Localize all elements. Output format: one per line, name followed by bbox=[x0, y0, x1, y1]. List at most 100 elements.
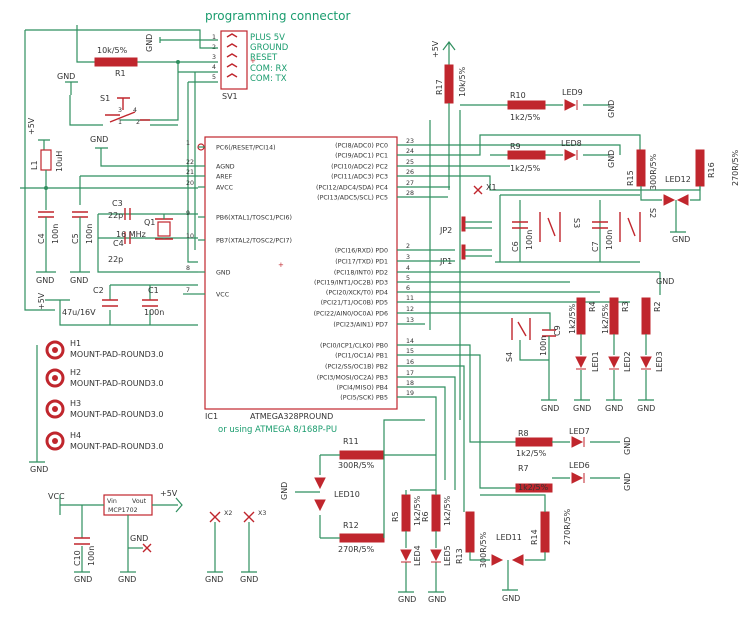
l1-name: L1 bbox=[30, 160, 39, 170]
led7-diode bbox=[571, 436, 585, 448]
mcu-pin-number: 7 bbox=[186, 287, 190, 294]
svg-text:1k2/5%: 1k2/5% bbox=[510, 164, 541, 173]
mcu-pin-number: 24 bbox=[406, 148, 414, 155]
svg-text:270R/5%: 270R/5% bbox=[731, 149, 740, 186]
mcu-pin-name: (PCI21/T1/OC0B) PD5 bbox=[321, 300, 388, 307]
r5-resistor bbox=[401, 494, 411, 532]
svg-text:47u/16V: 47u/16V bbox=[62, 308, 96, 317]
led9-diode bbox=[564, 99, 578, 111]
conn-label-ground: GROUND bbox=[250, 43, 289, 53]
h4-name: H4 bbox=[70, 431, 81, 440]
svg-text:R3: R3 bbox=[621, 301, 630, 312]
svg-text:GND: GND bbox=[605, 404, 623, 413]
conn-label-rx: COM: RX bbox=[250, 64, 287, 74]
plus5v-regulator: +5V bbox=[160, 489, 178, 498]
mcu-pin-number: 12 bbox=[406, 306, 414, 313]
mcu-pin-name: (PCI22/AIN0/OC0A) PD6 bbox=[314, 311, 388, 318]
mcu-pin-name: (PCI20/XCK/T0) PD4 bbox=[326, 290, 388, 297]
svg-text:300R/5%: 300R/5% bbox=[479, 531, 488, 568]
svg-text:GND: GND bbox=[541, 404, 559, 413]
svg-text:300R/5%: 300R/5% bbox=[649, 153, 658, 190]
svg-text:LED8: LED8 bbox=[561, 139, 582, 148]
svg-text:GND: GND bbox=[130, 534, 148, 543]
svg-text:C3: C3 bbox=[112, 199, 123, 208]
svg-text:100n: 100n bbox=[605, 230, 614, 250]
svg-text:R10: R10 bbox=[510, 91, 526, 100]
gnd-top-left: GND bbox=[57, 72, 75, 81]
svg-text:Q1: Q1 bbox=[144, 218, 155, 227]
svg-text:270R/5%: 270R/5% bbox=[563, 508, 572, 545]
svg-text:GND: GND bbox=[70, 276, 88, 285]
gnd-conn: GND bbox=[145, 34, 154, 52]
r1-value: 10k/5% bbox=[97, 46, 128, 55]
svg-text:R17: R17 bbox=[435, 79, 444, 95]
svg-text:JP2: JP2 bbox=[439, 226, 452, 235]
r14-resistor bbox=[540, 511, 550, 553]
svg-text:1k2/5%: 1k2/5% bbox=[443, 495, 452, 526]
h2-name: H2 bbox=[70, 368, 81, 377]
mcu-pin-name: (PCI17/TXD) PD1 bbox=[335, 259, 388, 266]
mcu-pin-name: (PCI9/ADC1) PC1 bbox=[335, 153, 388, 160]
mcu-pin-name: (PCI1/OC1A) PB1 bbox=[335, 353, 388, 360]
mcu-pin-number: 25 bbox=[406, 159, 414, 166]
svg-text:100n: 100n bbox=[85, 224, 94, 244]
l1-inductor bbox=[40, 149, 52, 171]
svg-text:GND: GND bbox=[623, 473, 632, 491]
r4-resistor bbox=[576, 297, 586, 335]
svg-text:LED7: LED7 bbox=[569, 427, 590, 436]
svg-text:1k2/5%: 1k2/5% bbox=[568, 303, 577, 334]
mcu-pin-number: 9 bbox=[186, 210, 190, 217]
mcu-pin-name: (PCI13/ADC5/SCL) PC5 bbox=[317, 195, 388, 202]
svg-text:1k2/5%: 1k2/5% bbox=[518, 483, 549, 492]
svg-text:R8: R8 bbox=[518, 429, 529, 438]
r17-resistor bbox=[444, 64, 454, 104]
svg-text:R15: R15 bbox=[626, 170, 635, 186]
svg-text:4: 4 bbox=[133, 107, 137, 114]
mcu-pin-number: 28 bbox=[406, 190, 414, 197]
svg-text:LED2: LED2 bbox=[623, 351, 632, 372]
svg-text:LED3: LED3 bbox=[655, 351, 664, 372]
svg-text:GND: GND bbox=[573, 404, 591, 413]
svg-text:S2: S2 bbox=[648, 208, 657, 218]
c5-capacitor: C5 100n bbox=[71, 211, 94, 272]
svg-text:1k2/5%: 1k2/5% bbox=[510, 113, 541, 122]
mcu-pin-name: GND bbox=[216, 270, 231, 277]
title: programming connector bbox=[205, 9, 350, 23]
svg-text:10k/5%: 10k/5% bbox=[458, 66, 467, 97]
led4-diode bbox=[400, 549, 412, 563]
svg-text:R13: R13 bbox=[455, 548, 464, 564]
r10-resistor bbox=[507, 100, 546, 110]
l1-value: 10uH bbox=[55, 151, 64, 172]
svg-text:R4: R4 bbox=[588, 301, 597, 312]
jp2-jumper bbox=[461, 216, 466, 232]
mcu-pin-number: 10 bbox=[186, 233, 194, 240]
svg-text:X3: X3 bbox=[258, 510, 266, 517]
conn-pin-5: 5 bbox=[212, 74, 216, 81]
conn-label-tx: COM: TX bbox=[250, 74, 287, 84]
svg-text:2: 2 bbox=[136, 119, 140, 126]
vcc-label: VCC bbox=[48, 492, 65, 501]
r3-resistor bbox=[609, 297, 619, 335]
svg-text:C2: C2 bbox=[93, 286, 104, 295]
conn-pin-3: 3 bbox=[212, 54, 216, 61]
svg-text:1: 1 bbox=[118, 119, 122, 126]
jp1-jumper bbox=[461, 244, 466, 260]
mcu-part: ATMEGA328PROUND bbox=[250, 412, 333, 421]
mcu-pin-number: 6 bbox=[406, 285, 410, 292]
mcu-pin-name: (PCI2/SS/OC1B) PB2 bbox=[325, 364, 388, 371]
r1-name: R1 bbox=[115, 69, 126, 78]
svg-text:R5: R5 bbox=[391, 511, 400, 522]
h4-value: MOUNT-PAD-ROUND3.0 bbox=[70, 442, 164, 451]
r1-resistor bbox=[94, 57, 138, 67]
mcu-name: IC1 bbox=[205, 412, 218, 421]
mcu-pin-name: (PCI18/INT0) PD2 bbox=[334, 270, 388, 277]
svg-text:1k2/5%: 1k2/5% bbox=[413, 495, 422, 526]
conn-name: SV1 bbox=[222, 92, 238, 101]
svg-text:R9: R9 bbox=[510, 142, 521, 151]
mcu-pin-number: 5 bbox=[406, 275, 410, 282]
svg-text:22p: 22p bbox=[108, 211, 123, 220]
svg-text:S3: S3 bbox=[572, 218, 581, 228]
svg-text:1k2/5%: 1k2/5% bbox=[516, 449, 547, 458]
c4-left-capacitor: C4 100n bbox=[37, 211, 60, 272]
mcu-pin-name: (PCI16/RXD) PD0 bbox=[335, 248, 388, 255]
